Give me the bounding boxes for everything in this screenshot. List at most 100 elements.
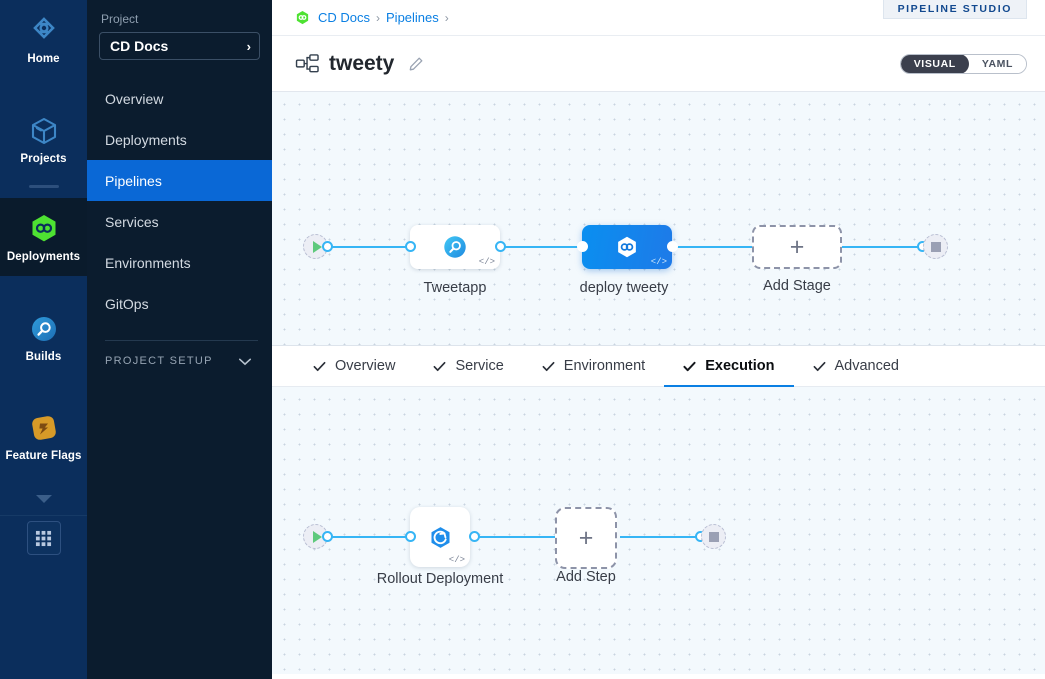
check-icon xyxy=(683,360,696,373)
rail-item-builds[interactable]: Builds xyxy=(0,298,87,376)
port-tweetapp-out[interactable] xyxy=(495,241,506,252)
home-diamond-icon xyxy=(27,14,61,48)
sidebar-item-gitops[interactable]: GitOps xyxy=(87,283,272,324)
check-icon xyxy=(313,360,326,373)
project-label: Project xyxy=(101,12,139,26)
edge-addstep-to-end xyxy=(620,536,705,538)
deployment-cd-icon xyxy=(613,233,641,261)
breadcrumb-item-pipelines[interactable]: Pipelines xyxy=(386,10,439,25)
pipeline-title-bar: tweety VISUAL YAML xyxy=(272,36,1045,92)
add-stage-node[interactable]: + xyxy=(752,225,842,269)
build-ci-icon xyxy=(441,233,469,261)
tab-yaml[interactable]: YAML xyxy=(968,54,1026,73)
project-sidebar: Project CD Docs › Overview Deployments P… xyxy=(87,0,272,679)
sidebar-item-pipelines[interactable]: Pipelines xyxy=(87,160,272,201)
tab-service[interactable]: Service xyxy=(414,346,522,387)
pipeline-end-node[interactable] xyxy=(923,234,948,259)
tab-execution[interactable]: Execution xyxy=(664,346,794,388)
edge-deploy-to-addstage xyxy=(664,246,764,248)
tab-environment[interactable]: Environment xyxy=(523,346,664,387)
page-title: tweety xyxy=(329,51,395,75)
builds-circle-icon xyxy=(27,312,61,346)
plus-icon: + xyxy=(789,232,805,261)
port-exec-start-out[interactable] xyxy=(322,531,333,542)
sidebar-label-project-setup: PROJECT SETUP xyxy=(105,355,213,367)
stage-label-tweetapp: Tweetapp xyxy=(423,280,487,296)
sidebar-item-services[interactable]: Services xyxy=(87,201,272,242)
sidebar-label-environments: Environments xyxy=(105,254,191,271)
pencil-icon[interactable] xyxy=(408,56,424,72)
sidebar-item-project-setup[interactable]: PROJECT SETUP xyxy=(87,341,272,367)
sidebar-label-pipelines: Pipelines xyxy=(105,172,162,189)
launcher-wrap xyxy=(0,521,87,555)
execution-steps-canvas[interactable]: </> Rollout Deployment + Add Step xyxy=(272,387,1045,674)
sidebar-item-deployments[interactable]: Deployments xyxy=(87,119,272,160)
edge-tweetapp-to-deploy xyxy=(494,246,594,248)
rail-item-deployments[interactable]: Deployments xyxy=(0,198,87,276)
rail-divider xyxy=(28,185,59,188)
breadcrumb-separator-2: › xyxy=(444,10,449,25)
stage-canvas[interactable]: </> Tweetapp </> deploy tweet xyxy=(272,92,1045,346)
grid-launcher-icon[interactable] xyxy=(26,521,61,555)
project-selector-value: CD Docs xyxy=(110,38,169,54)
port-rollout-out[interactable] xyxy=(469,531,480,542)
rail-expand-more-icon[interactable] xyxy=(33,491,55,505)
add-step-node[interactable]: + xyxy=(555,507,617,569)
stage-label-deploy-tweety: deploy tweety xyxy=(579,280,669,296)
step-code-badge-rollout: </> xyxy=(448,555,465,565)
tab-label-advanced: Advanced xyxy=(834,358,900,374)
port-tweetapp-in[interactable] xyxy=(405,241,416,252)
check-icon xyxy=(542,360,555,373)
breadcrumb-separator-1: › xyxy=(376,10,381,25)
port-rollout-in[interactable] xyxy=(405,531,416,542)
deployments-hex-icon xyxy=(27,212,61,246)
rail-label-builds: Builds xyxy=(25,350,62,363)
rail-label-projects: Projects xyxy=(20,152,67,165)
stop-icon xyxy=(708,531,719,542)
edge-addstage-to-end xyxy=(832,246,942,248)
stage-node-deploy-tweety[interactable]: </> xyxy=(582,225,672,269)
pipeline-studio-ribbon: PIPELINE STUDIO xyxy=(883,0,1027,19)
play-icon xyxy=(312,530,322,543)
rail-label-deployments: Deployments xyxy=(6,251,81,263)
sidebar-item-environments[interactable]: Environments xyxy=(87,242,272,283)
stage-node-tweetapp[interactable]: </> xyxy=(410,225,500,269)
edge-rollout-to-addstep xyxy=(475,536,580,538)
port-deploy-in[interactable] xyxy=(577,241,588,252)
port-start-out[interactable] xyxy=(322,241,333,252)
sidebar-item-overview[interactable]: Overview xyxy=(87,78,272,119)
sidebar-label-deployments: Deployments xyxy=(105,131,187,148)
add-stage-label: Add Stage xyxy=(763,278,831,294)
rail-label-feature-flags: Feature Flags xyxy=(5,450,82,462)
execution-end-node[interactable] xyxy=(701,524,726,549)
project-selector[interactable]: CD Docs › xyxy=(99,32,260,60)
rail-bottom-divider xyxy=(0,515,87,516)
rail-label-home: Home xyxy=(27,53,60,65)
step-label-rollout-deployment: Rollout Deployment xyxy=(376,571,504,587)
rollout-deployment-icon xyxy=(427,524,454,551)
tab-label-execution: Execution xyxy=(705,358,775,374)
tab-label-overview: Overview xyxy=(335,358,396,374)
sidebar-nav: Overview Deployments Pipelines Services … xyxy=(87,78,272,324)
rail-item-feature-flags[interactable]: Feature Flags xyxy=(0,397,87,475)
tab-overview[interactable]: Overview xyxy=(294,346,414,387)
tab-advanced[interactable]: Advanced xyxy=(794,346,919,387)
rail-item-home[interactable]: Home xyxy=(0,0,87,78)
view-mode-toggle: VISUAL YAML xyxy=(899,53,1027,74)
breadcrumb: CD Docs › Pipelines › xyxy=(272,0,1045,36)
stop-icon xyxy=(930,241,941,252)
sidebar-label-overview: Overview xyxy=(105,90,164,107)
chevron-right-icon: › xyxy=(246,38,251,54)
sidebar-divider xyxy=(105,340,258,341)
breadcrumb-item-cd-docs[interactable]: CD Docs xyxy=(318,10,371,25)
sidebar-label-services: Services xyxy=(105,213,159,230)
step-node-rollout-deployment[interactable]: </> xyxy=(410,507,470,567)
port-deploy-out[interactable] xyxy=(667,241,678,252)
rail-item-projects[interactable]: Projects xyxy=(0,100,87,178)
edge-start-to-tweetapp xyxy=(305,246,415,248)
feature-flags-icon xyxy=(27,411,61,445)
tab-visual[interactable]: VISUAL xyxy=(900,54,969,73)
stage-code-badge-deploy-tweety: </> xyxy=(650,257,667,267)
stage-config-tabs: Overview Service Environment Execution xyxy=(272,346,1045,388)
